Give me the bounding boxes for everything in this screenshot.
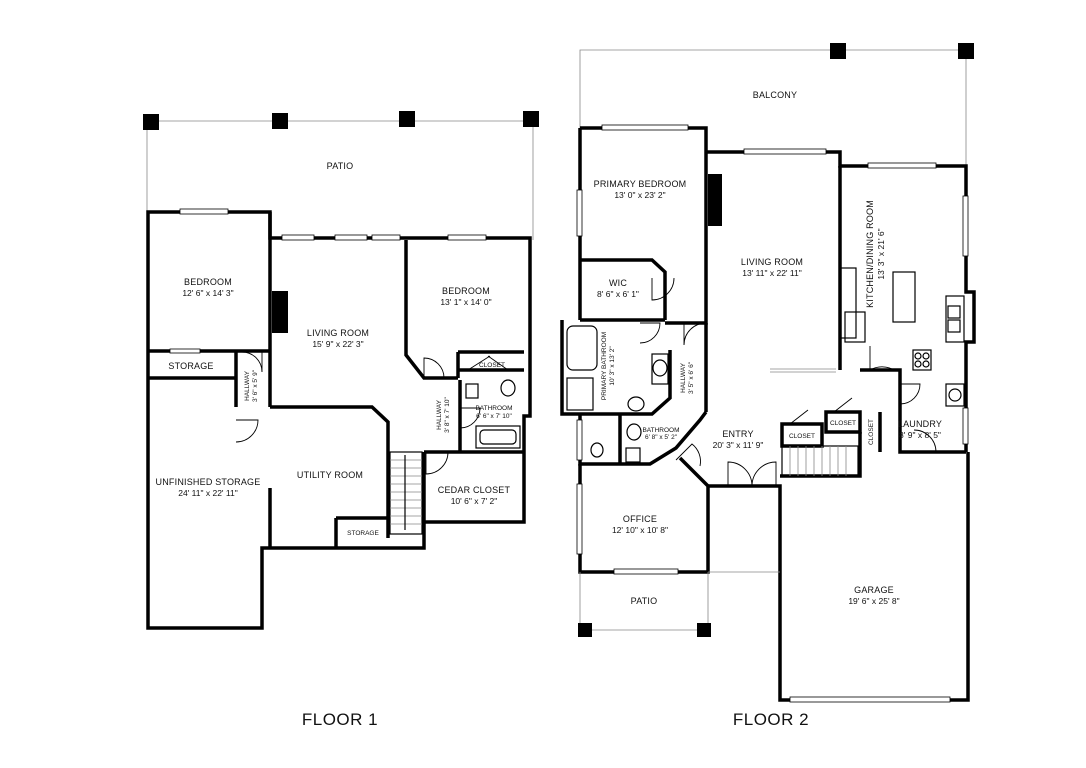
floor2-entry-label: ENTRY [722, 429, 753, 439]
floor1-hallway-right-dims: 3' 8" x 7' 10" [444, 396, 451, 432]
patio-post [697, 623, 711, 637]
floor1-living-room-label: LIVING ROOM [307, 328, 369, 338]
floor1-patio-area [143, 111, 539, 240]
floor2-office-label: OFFICE [623, 514, 657, 524]
floor1-hallway-left-label: HALLWAY [244, 370, 251, 401]
floor2-garage-label: GARAGE [854, 585, 894, 595]
balcony-post [958, 43, 974, 59]
patio-post [272, 113, 288, 129]
floor2-primary-bedroom-dims: 13' 0" x 23' 2" [614, 190, 665, 200]
floor2-primary-bedroom-label: PRIMARY BEDROOM [594, 179, 687, 189]
floor2-closet-c-label: CLOSET [868, 419, 875, 445]
floor1-storage-top-label: STORAGE [168, 361, 213, 371]
floor1-storage-bottom-label: STORAGE [347, 530, 379, 537]
floor2-kitchen-fixtures [770, 267, 965, 373]
floor2-title: FLOOR 2 [733, 710, 809, 729]
patio-post [399, 111, 415, 127]
floor2-primary-bathroom-label: PRIMARY BATHROOM [601, 332, 608, 400]
floor2-closet-b-label: CLOSET [830, 420, 856, 427]
floor1-bedroom-left-dims: 12' 6" x 14' 3" [182, 288, 233, 298]
floor2-doors [639, 277, 937, 487]
floor2-living-room-dims: 13' 11" x 22' 11" [742, 268, 802, 278]
floor2-garage-dims: 19' 6" x 25' 8" [848, 596, 899, 606]
floor1-walls [146, 210, 532, 630]
floor1-cedar-closet-label: CEDAR CLOSET [438, 485, 511, 495]
floor1-cedar-closet-dims: 10' 6" x 7' 2" [451, 496, 498, 506]
floor1-bathroom-dims: 6' 6" x 7' 10" [476, 413, 512, 420]
floor1-bedroom-right-label: BEDROOM [442, 286, 490, 296]
floor2-entry-dims: 20' 3" x 11' 9" [713, 440, 764, 450]
floor2-hallway-dims: 3' 5" x 6' 6" [688, 361, 695, 394]
patio-post [143, 114, 159, 130]
balcony-post [830, 43, 846, 59]
floor2-closet-a-label: CLOSET [789, 433, 815, 440]
fireplace-icon [272, 291, 288, 333]
floor2-living-room-label: LIVING ROOM [741, 257, 803, 267]
floor2-windows [576, 124, 969, 703]
patio-post [523, 111, 539, 127]
floor2-balcony-label: BALCONY [753, 90, 797, 100]
floor2-laundry-dims: 8' 9" x 8' 5" [899, 430, 941, 440]
floor2-patio-label: PATIO [631, 596, 658, 606]
floor2-stairs [781, 445, 859, 477]
floor1-bedroom-right-dims: 13' 1" x 14' 0" [440, 297, 491, 307]
floor-1: PATIO BEDROOM 12' 6" x 14' 3" LIVING ROO… [143, 111, 539, 729]
floor1-bathroom-label: BATHROOM [475, 405, 512, 412]
floor1-stairs [389, 451, 423, 535]
floor2-bathroom-label: BATHROOM [642, 427, 679, 434]
floor1-closet-label: CLOSET [479, 362, 505, 369]
floor1-living-room-dims: 15' 9" x 22' 3" [312, 339, 363, 349]
floor2-laundry-fixtures [945, 383, 965, 407]
floor-2: BALCONY PRIMARY BEDROOM 13' 0" x 23' 2" … [560, 43, 976, 729]
floor2-kitchen-dining-label: KITCHEN/DINING ROOM [865, 200, 875, 308]
floor2-walls [560, 126, 976, 702]
floor1-hallway-right-label: HALLWAY [436, 399, 443, 430]
floor2-balcony-area [579, 43, 974, 165]
patio-post [578, 623, 592, 637]
floor1-bedroom-left-label: BEDROOM [184, 277, 232, 287]
floor2-wic-label: WIC [609, 278, 627, 288]
floor2-kitchen-dining-dims: 13' 3" x 21' 6" [876, 228, 886, 279]
floor1-hallway-left-dims: 3' 6" x 5' 9" [252, 369, 259, 402]
floor2-patio-area [578, 571, 780, 637]
floor1-unfinished-storage-label: UNFINISHED STORAGE [156, 477, 261, 487]
floor2-office-dims: 12' 10" x 10' 8" [612, 525, 668, 535]
floor2-hallway-label: HALLWAY [680, 362, 687, 393]
floor1-doors [235, 351, 509, 475]
floor2-laundry-label: LAUNDRY [898, 419, 942, 429]
floor1-bath-fixtures [465, 379, 521, 449]
floor2-bathroom-dims: 6' 8" x 5' 2" [645, 434, 678, 441]
floor1-windows [169, 208, 487, 354]
floor2-bath-fixtures [566, 325, 669, 463]
floor2-wic-dims: 8' 6" x 6' 1" [597, 289, 639, 299]
floor1-utility-room-label: UTILITY ROOM [297, 470, 363, 480]
floor2-primary-bathroom-dims: 10' 3" x 13' 2" [609, 346, 616, 386]
floor1-patio-label: PATIO [327, 161, 354, 171]
floor1-title: FLOOR 1 [302, 710, 378, 729]
floor1-unfinished-storage-dims: 24' 11" x 22' 11" [178, 488, 238, 498]
fireplace-icon [708, 174, 722, 226]
